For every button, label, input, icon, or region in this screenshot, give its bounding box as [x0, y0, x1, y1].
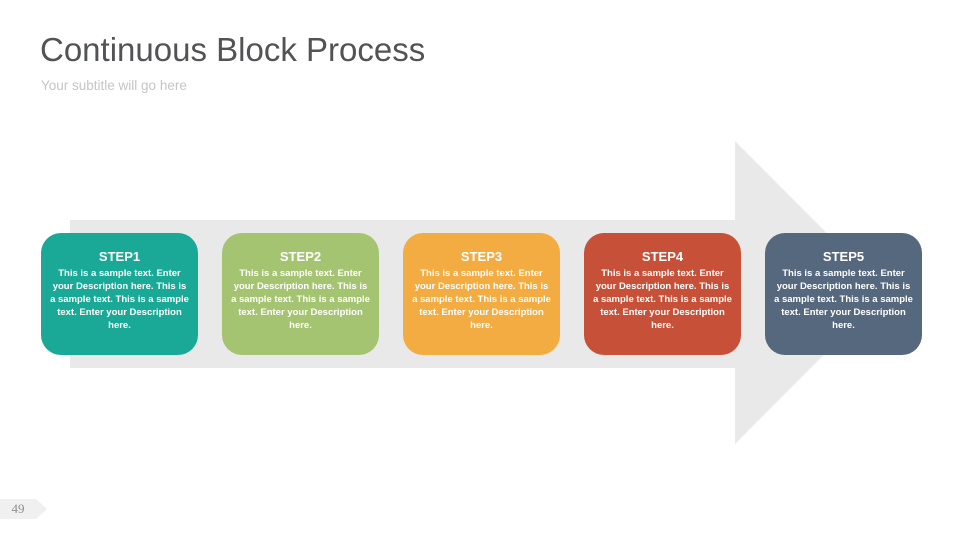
step-title: STEP1 — [98, 249, 141, 264]
step-block-3: STEP3 This is a sample text. Enter your … — [403, 233, 560, 355]
step-description: This is a sample text. Enter your Descri… — [593, 268, 732, 331]
step-title: STEP3 — [460, 249, 503, 264]
step-block-2: STEP2 This is a sample text. Enter your … — [222, 233, 379, 355]
step-description: This is a sample text. Enter your Descri… — [412, 268, 551, 331]
page-title: Continuous Block Process — [40, 31, 426, 68]
step-title: STEP2 — [279, 249, 322, 264]
step-description: This is a sample text. Enter your Descri… — [774, 268, 913, 331]
step-title: STEP4 — [641, 249, 684, 264]
slide-subtitle: Your subtitle will go here — [41, 78, 187, 93]
step-block-4: STEP4 This is a sample text. Enter your … — [584, 233, 741, 355]
step-description: This is a sample text. Enter your Descri… — [50, 268, 189, 331]
step-description: This is a sample text. Enter your Descri… — [231, 268, 370, 331]
step-title: STEP5 — [822, 249, 865, 264]
page-number-badge: 49 — [0, 499, 47, 519]
step-block-5: STEP5 This is a sample text. Enter your … — [765, 233, 922, 355]
step-block-1: STEP1 This is a sample text. Enter your … — [41, 233, 198, 355]
page-number: 49 — [11, 501, 25, 516]
